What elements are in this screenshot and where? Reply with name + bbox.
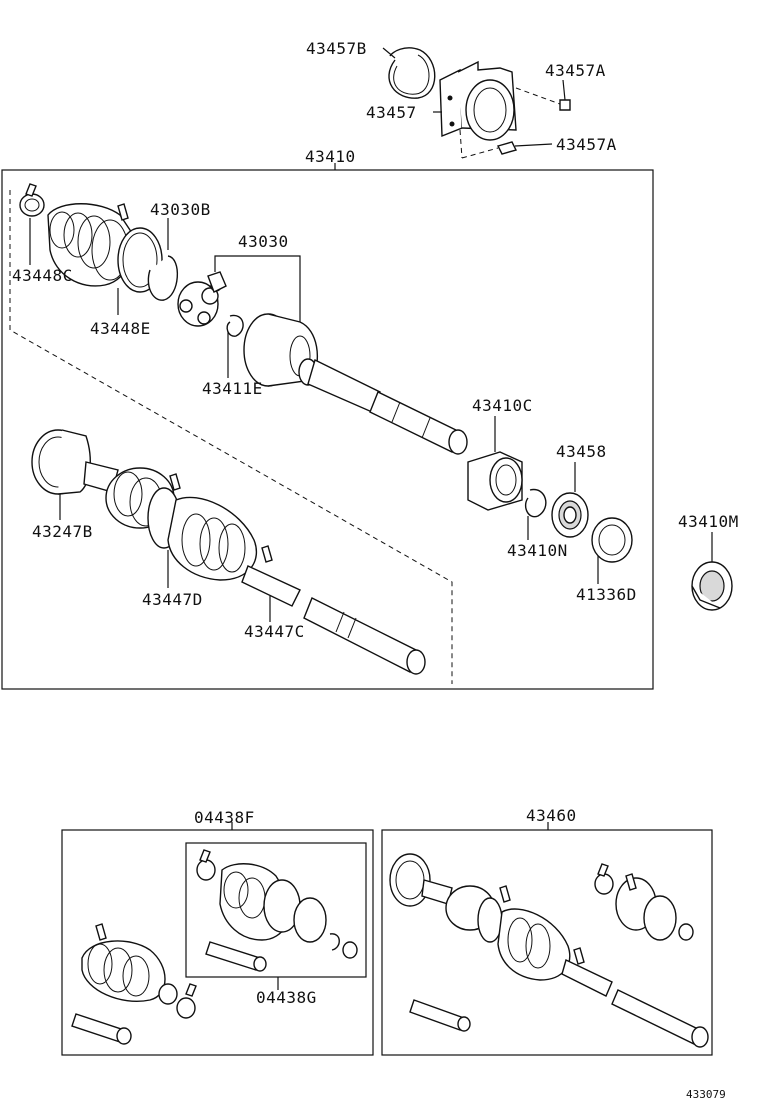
label-43030b: 43030B — [150, 200, 211, 219]
kit-04438f-parts — [71, 923, 197, 1045]
leader-43457b — [382, 47, 396, 59]
label-43410: 43410 — [305, 147, 356, 166]
seal-43410m — [691, 561, 733, 611]
inner-shaft — [307, 359, 468, 455]
bracket-ring-inner — [473, 87, 507, 133]
kit-04438g-frame — [185, 842, 367, 978]
label-43447d: 43447D — [142, 590, 203, 609]
label-43458: 43458 — [556, 442, 607, 461]
bracket-hole-2 — [449, 121, 455, 127]
label-04438f: 04438F — [194, 808, 255, 827]
leader-43457a-top — [562, 79, 566, 101]
label-43448e: 43448E — [90, 319, 151, 338]
bolt-guide-bottom — [461, 147, 499, 159]
leader-43030 — [214, 255, 301, 322]
bolt-43457a-top — [559, 99, 571, 111]
label-43030: 43030 — [238, 232, 289, 251]
assembly-43410-frame — [1, 169, 654, 690]
label-43448c: 43448C — [12, 266, 73, 285]
label-41336d: 41336D — [576, 585, 637, 604]
bolt-43457a-bottom — [496, 141, 518, 155]
bracket-ring — [465, 79, 515, 141]
assembly-43460-parts — [389, 853, 709, 1048]
snap-ring-43457b-inner — [393, 54, 430, 95]
seal-41336d — [591, 517, 633, 563]
label-43457a-top: 43457A — [545, 61, 606, 80]
outer-cup-43247b — [31, 429, 91, 495]
kit-04438f-frame — [61, 829, 374, 1056]
lower-shaft — [241, 565, 426, 675]
bearing-bracket-group — [388, 47, 571, 159]
label-43410n: 43410N — [507, 541, 568, 560]
label-43457b: 43457B — [306, 39, 367, 58]
leader-43457a-bottom — [514, 143, 553, 147]
boot-lower — [83, 461, 273, 581]
snap-ring-43030b — [147, 255, 179, 301]
snap-ring-43410n — [524, 488, 547, 518]
label-04438g: 04438G — [256, 988, 317, 1007]
bracket-guide-down — [459, 129, 463, 159]
snap-ring-43457b — [388, 47, 436, 99]
bearing-43458 — [551, 492, 589, 538]
tripod-joint-43030 — [177, 271, 227, 327]
label-43410c: 43410C — [472, 396, 533, 415]
label-43411e: 43411E — [202, 379, 263, 398]
bearing-43410c — [467, 451, 523, 511]
snap-ring-43411e — [226, 314, 244, 337]
label-43460: 43460 — [526, 806, 577, 825]
bracket-hole-1 — [447, 95, 453, 101]
label-43247b: 43247B — [32, 522, 93, 541]
label-43457: 43457 — [366, 103, 417, 122]
label-43410m: 43410M — [678, 512, 739, 531]
outboard-housing — [243, 313, 319, 387]
assembly-43460-frame — [381, 829, 713, 1056]
figure-reference-number: 433079 — [686, 1088, 726, 1101]
label-43457a-bottom: 43457A — [556, 135, 617, 154]
kit-04438g-parts — [196, 849, 358, 972]
clamp-43448c — [19, 183, 45, 217]
bolt-guide-top — [515, 87, 561, 105]
label-43447c: 43447C — [244, 622, 305, 641]
